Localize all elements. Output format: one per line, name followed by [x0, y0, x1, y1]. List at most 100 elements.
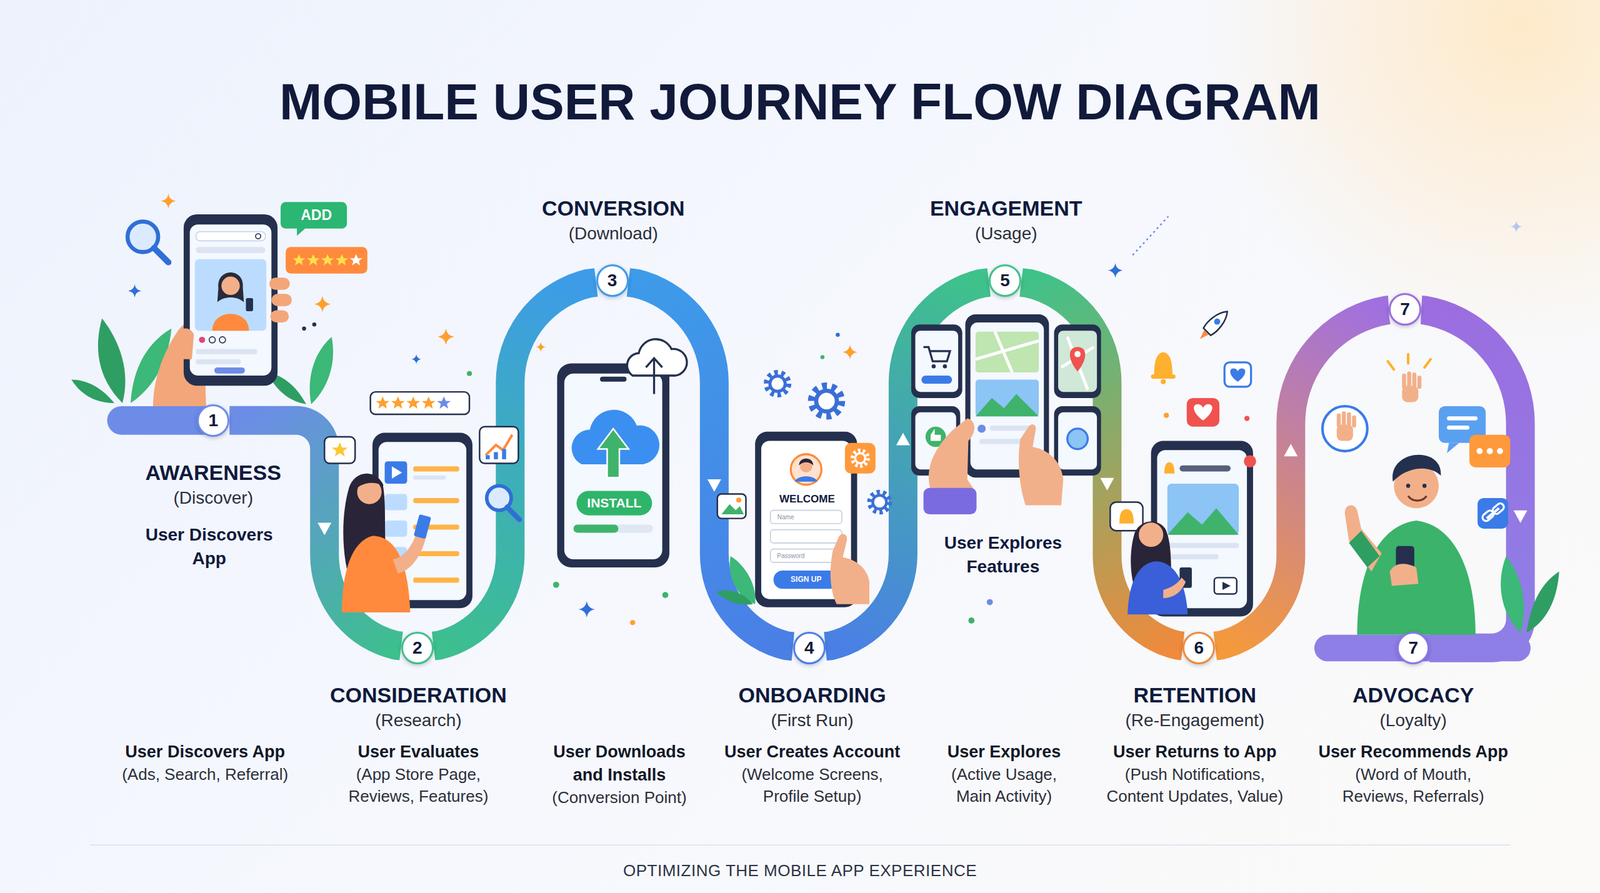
stage-subtitle: (Usage) [904, 221, 1109, 246]
engagement-illustration [1058, 412, 1097, 470]
onboarding-illustration [852, 450, 869, 467]
step-number: 7 [1400, 300, 1410, 319]
onboarding-illustration [869, 491, 890, 512]
consideration-illustration [406, 396, 420, 409]
stage-subtitle: (Loyalty) [1311, 708, 1516, 733]
step-circle: 3 [596, 264, 629, 297]
engagement-illustration [1058, 330, 1097, 392]
retention-illustration [1167, 483, 1239, 535]
onboarding-illustration [770, 376, 785, 392]
awareness-illustration [183, 214, 278, 386]
consideration-illustration [485, 455, 490, 460]
retention-illustration [1195, 306, 1232, 344]
awareness-illustration [198, 336, 205, 344]
retention-illustration [1167, 508, 1239, 535]
retention-illustration [1151, 374, 1176, 379]
step-circle: 7 [1388, 293, 1422, 326]
consideration-illustration [413, 475, 446, 480]
retention-illustration [1127, 561, 1188, 615]
consideration-illustration [413, 577, 459, 583]
step-action: User Recommends App [1308, 740, 1519, 764]
awareness-illustration [350, 254, 363, 266]
advocacy-illustration [1486, 448, 1494, 455]
stage-heading: CONVERSION [501, 193, 726, 223]
consideration-illustration [331, 442, 348, 457]
engagement-illustration [1054, 324, 1102, 399]
consideration-illustration [411, 354, 422, 365]
onboarding-illustration [869, 491, 890, 512]
retention-illustration [1163, 413, 1169, 419]
consideration-illustration [370, 391, 470, 415]
engagement-illustration [1067, 428, 1089, 450]
onboarding-illustration [811, 386, 842, 417]
diagram-title: MOBILE USER JOURNEY FLOW DIAGRAM [0, 72, 1600, 132]
engagement-illustration [1070, 346, 1085, 372]
consideration-illustration [493, 451, 499, 459]
stage-heading: ADVOCACY [1311, 680, 1516, 710]
engagement-illustration [921, 375, 952, 384]
step-circle: 1 [196, 404, 230, 437]
advocacy-illustration [1510, 220, 1522, 232]
retention-illustration [1179, 465, 1231, 472]
conversion-illustration [535, 341, 546, 352]
awareness-illustration [128, 284, 142, 298]
conversion-illustration [578, 601, 595, 618]
onboarding-illustration [721, 504, 744, 515]
onboarding-illustration [852, 450, 869, 467]
step-circle: 6 [1182, 631, 1215, 665]
step-detail: (Ads, Search, Referral) [103, 763, 308, 786]
onboarding-illustration [845, 443, 876, 474]
step-action: User Explores [922, 740, 1086, 764]
awareness-illustration [269, 277, 290, 290]
step-detail: (App Store Page, Reviews, Features) [336, 763, 500, 808]
awareness-illustration [209, 336, 216, 344]
step-detail: (Welcome Screens, Profile Setup) [725, 763, 900, 808]
retention-illustration [1163, 577, 1186, 599]
conversion-illustration [598, 428, 629, 478]
step-number: 2 [412, 639, 423, 657]
consideration-illustration [375, 396, 390, 409]
advocacy-illustration [1412, 372, 1417, 388]
step-action: User Downloads and Installs [543, 740, 697, 787]
advocacy-illustration [1476, 448, 1483, 455]
engagement-illustration [975, 331, 1039, 373]
advocacy-illustration [1406, 371, 1412, 388]
advocacy-illustration [1491, 501, 1505, 515]
step-number: 5 [1000, 271, 1010, 290]
consideration-illustration [324, 328, 520, 613]
step-action: User Creates Account [707, 740, 917, 764]
awareness-illustration [71, 193, 367, 435]
engagement-illustration [975, 380, 1039, 417]
awareness-illustration [285, 246, 368, 274]
advocacy-illustration [1500, 556, 1524, 633]
stage-subtitle: (First Run) [710, 708, 915, 733]
consideration-illustration [356, 477, 384, 488]
step-circle: 2 [401, 631, 434, 665]
awareness-illustration [301, 326, 307, 332]
engagement-illustration [928, 418, 975, 490]
advocacy-illustration [1526, 571, 1559, 634]
step-number: 3 [607, 271, 618, 290]
advocacy-illustration [1446, 425, 1470, 430]
step-circle: 7 [1396, 631, 1430, 665]
onboarding-illustration [816, 390, 837, 412]
arrow-head [1283, 443, 1298, 457]
consideration-illustration [436, 396, 451, 409]
retention-illustration [1110, 306, 1256, 617]
engagement-illustration [931, 364, 937, 369]
engagement-illustration [943, 364, 948, 369]
engagement-illustration [923, 488, 977, 515]
flow-ribbon [825, 282, 990, 647]
retention-illustration [1230, 368, 1245, 382]
advocacy-illustration [1346, 412, 1352, 427]
consideration-illustration [385, 493, 408, 510]
consideration-illustration [479, 426, 519, 464]
awareness-illustration [195, 359, 241, 365]
advocacy-illustration [1406, 483, 1411, 489]
step-number: 7 [1408, 639, 1419, 657]
stage-subtitle: (Discover) [126, 486, 300, 510]
awareness-illustration [312, 322, 317, 327]
onboarding-illustration [830, 533, 870, 604]
consideration-illustration [413, 514, 432, 540]
